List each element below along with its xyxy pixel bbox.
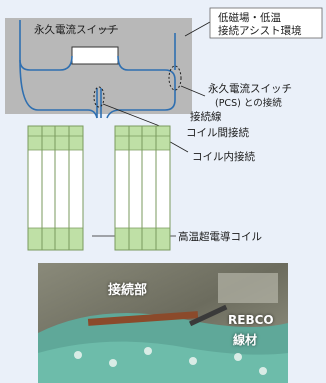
intra-coil-label: コイル内接続 [192, 150, 255, 163]
hts-coil-right [114, 125, 171, 251]
joint-label: 接続部 [108, 283, 148, 298]
rebco-label-line1: REBCO [228, 313, 274, 327]
connection-wire-loop [19, 20, 176, 119]
joint-photo-image [38, 263, 288, 383]
pcs-connection-label-line2: (PCS) との接続 [215, 97, 282, 109]
connection-wire-marker [93, 86, 105, 108]
joint-photo: 接続部 REBCO 線材 [38, 263, 288, 383]
environment-label-box [209, 7, 323, 39]
inter-coil-label: コイル間接続 [186, 126, 249, 139]
rebco-label-line2: 線材 [233, 333, 258, 347]
pcs-connection-label-line1: 永久電流スイッチ [208, 82, 292, 95]
hts-coil-left [27, 125, 84, 251]
hts-coil-label: 高温超電導コイル [178, 230, 262, 243]
pcs-inner-label: 永久電流スイッチ [34, 23, 118, 36]
persistent-current-switch-box [71, 46, 119, 65]
environment-label-line2: 接続アシスト環境 [218, 24, 302, 37]
pcs-connection-label-line3: 接続線 [190, 110, 222, 123]
low-field-environment-box [5, 18, 192, 114]
pcs-connection-marker [168, 65, 182, 91]
environment-label-line1: 低磁場・低温 [218, 11, 281, 24]
